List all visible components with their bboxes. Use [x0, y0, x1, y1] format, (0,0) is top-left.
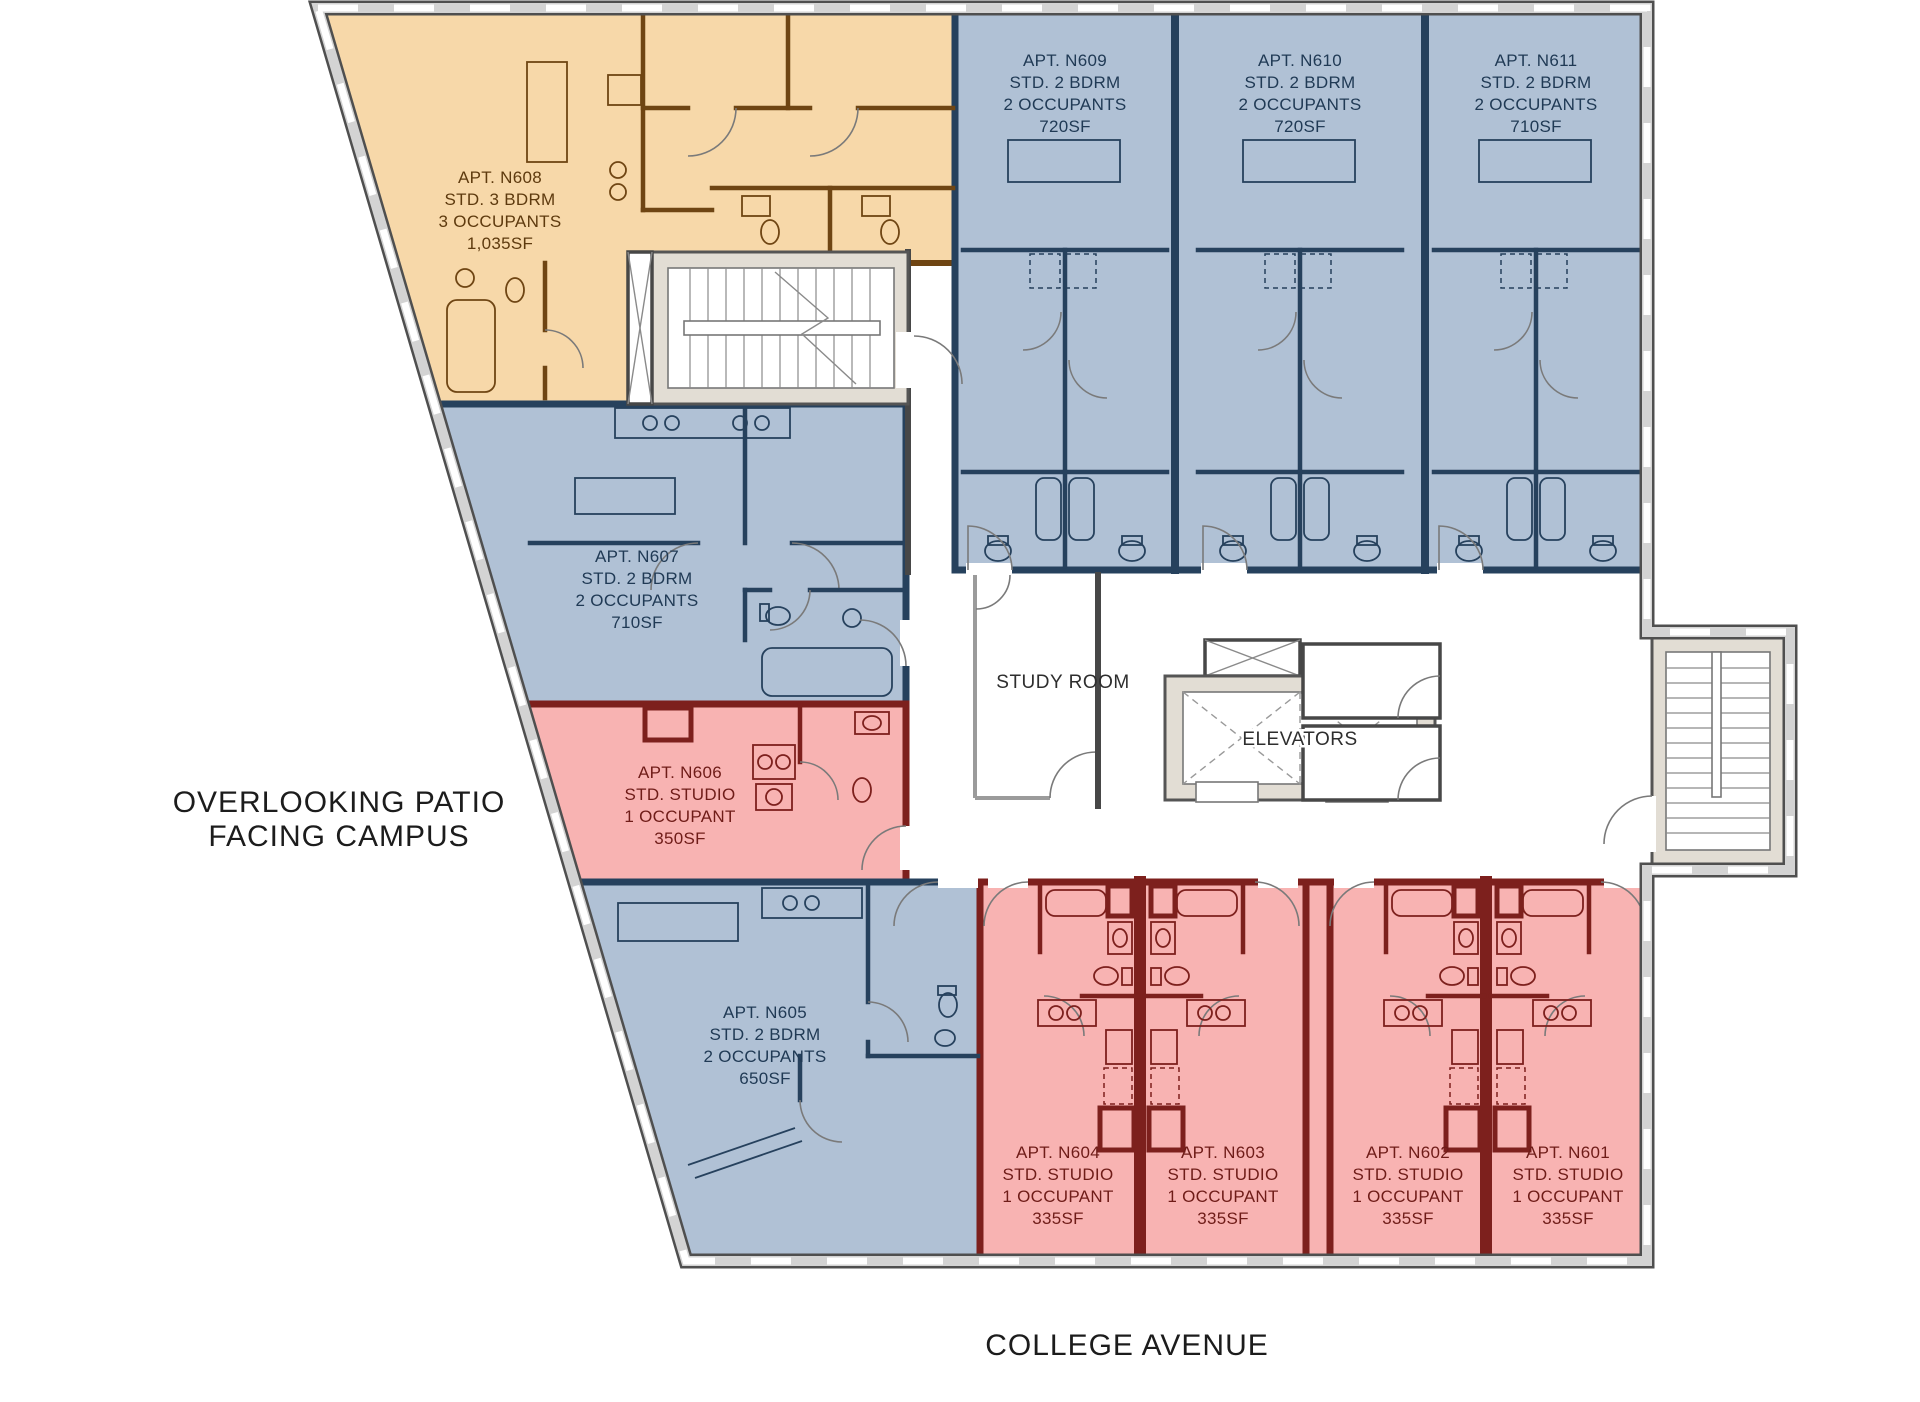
- label-apt-n610: APT. N610 STD. 2 BDRM 2 OCCUPANTS 720SF: [1239, 51, 1362, 136]
- unit-occupancy: 1 OCCUPANT: [1512, 1187, 1623, 1206]
- unit-occupancy: 1 OCCUPANT: [624, 807, 735, 826]
- unit-area: 335SF: [1542, 1209, 1594, 1228]
- service-rooms: [1301, 642, 1442, 802]
- label-apt-n603: APT. N603 STD. STUDIO 1 OCCUPANT 335SF: [1167, 1143, 1278, 1228]
- unit-area: 335SF: [1197, 1209, 1249, 1228]
- unit-type: STD. STUDIO: [1168, 1165, 1279, 1184]
- patio-annotation-line2: FACING CAMPUS: [208, 820, 469, 853]
- unit-type: STD. STUDIO: [1003, 1165, 1114, 1184]
- stairwell-upper: [626, 250, 963, 406]
- exterior-wall: [307, 0, 1798, 1269]
- mech-shaft: [1203, 638, 1302, 678]
- unit-area: 650SF: [739, 1069, 791, 1088]
- unit-name: APT. N605: [723, 1003, 807, 1022]
- street-label: COLLEGE AVENUE: [985, 1329, 1269, 1362]
- unit-name: APT. N603: [1181, 1143, 1265, 1162]
- label-apt-n602: APT. N602 STD. STUDIO 1 OCCUPANT 335SF: [1352, 1143, 1463, 1228]
- label-apt-n609: APT. N609 STD. 2 BDRM 2 OCCUPANTS 720SF: [1004, 51, 1127, 136]
- unit-area: 335SF: [1382, 1209, 1434, 1228]
- unit-type: STD. 2 BDRM: [710, 1025, 821, 1044]
- study-room: [973, 572, 1101, 809]
- unit-name: APT. N602: [1366, 1143, 1450, 1162]
- unit-type: STD. STUDIO: [1353, 1165, 1464, 1184]
- unit-occupancy: 2 OCCUPANTS: [704, 1047, 827, 1066]
- stairwell-east: [1603, 635, 1787, 867]
- unit-name: APT. N610: [1258, 51, 1342, 70]
- unit-name: APT. N611: [1495, 51, 1578, 70]
- elevators-label: ELEVATORS: [1242, 729, 1357, 750]
- label-apt-n601: APT. N601 STD. STUDIO 1 OCCUPANT 335SF: [1512, 1143, 1623, 1228]
- unit-occupancy: 1 OCCUPANT: [1002, 1187, 1113, 1206]
- unit-n605-fixtures: [617, 876, 981, 1179]
- unit-name: APT. N601: [1526, 1143, 1610, 1162]
- unit-area: 1,035SF: [467, 234, 533, 253]
- windows: [313, 4, 1794, 1265]
- label-apt-n608: APT. N608 STD. 3 BDRM 3 OCCUPANTS 1,035S…: [439, 168, 562, 253]
- unit-type: STD. 2 BDRM: [1481, 73, 1592, 92]
- unit-area: 710SF: [611, 613, 663, 632]
- unit-occupancy: 2 OCCUPANTS: [1239, 95, 1362, 114]
- unit-name: APT. N607: [595, 547, 679, 566]
- unit-occupancy: 2 OCCUPANTS: [576, 591, 699, 610]
- unit-area: 720SF: [1274, 117, 1326, 136]
- unit-type: STD. STUDIO: [1513, 1165, 1624, 1184]
- label-apt-n607: APT. N607 STD. 2 BDRM 2 OCCUPANTS 710SF: [576, 547, 699, 632]
- unit-occupancy: 3 OCCUPANTS: [439, 212, 562, 231]
- study-room-label: STUDY ROOM: [996, 672, 1129, 693]
- unit-area: 335SF: [1032, 1209, 1084, 1228]
- labels: APT. N608 STD. 3 BDRM 3 OCCUPANTS 1,035S…: [173, 51, 1624, 1362]
- unit-occupancy: 1 OCCUPANT: [1167, 1187, 1278, 1206]
- unit-name: APT. N606: [638, 763, 722, 782]
- core: [626, 249, 1787, 867]
- unit-n608-fixtures: [446, 5, 956, 401]
- unit-n606-fixtures: [642, 701, 912, 871]
- unit-type: STD. 3 BDRM: [445, 190, 556, 209]
- unit-area: 720SF: [1039, 117, 1091, 136]
- unit-area: 710SF: [1510, 117, 1562, 136]
- label-apt-n605: APT. N605 STD. 2 BDRM 2 OCCUPANTS 650SF: [704, 1003, 827, 1088]
- unit-type: STD. 2 BDRM: [1245, 73, 1356, 92]
- unit-name: APT. N608: [458, 168, 542, 187]
- patio-annotation-line1: OVERLOOKING PATIO: [173, 786, 506, 819]
- unit-n607-fixtures: [527, 401, 912, 697]
- unit-occupancy: 2 OCCUPANTS: [1004, 95, 1127, 114]
- label-apt-n604: APT. N604 STD. STUDIO 1 OCCUPANT 335SF: [1002, 1143, 1113, 1228]
- label-apt-n611: APT. N611 STD. 2 BDRM 2 OCCUPANTS 710SF: [1475, 51, 1598, 136]
- label-apt-n606: APT. N606 STD. STUDIO 1 OCCUPANT 350SF: [624, 763, 735, 848]
- unit-type: STD. 2 BDRM: [582, 569, 693, 588]
- unit-area: 350SF: [654, 829, 706, 848]
- unit-occupancy: 1 OCCUPANT: [1352, 1187, 1463, 1206]
- elevator-door: [1195, 781, 1259, 803]
- unit-name: APT. N604: [1016, 1143, 1100, 1162]
- unit-type: STD. 2 BDRM: [1010, 73, 1121, 92]
- unit-name: APT. N609: [1023, 51, 1107, 70]
- unit-type: STD. STUDIO: [625, 785, 736, 804]
- unit-occupancy: 2 OCCUPANTS: [1475, 95, 1598, 114]
